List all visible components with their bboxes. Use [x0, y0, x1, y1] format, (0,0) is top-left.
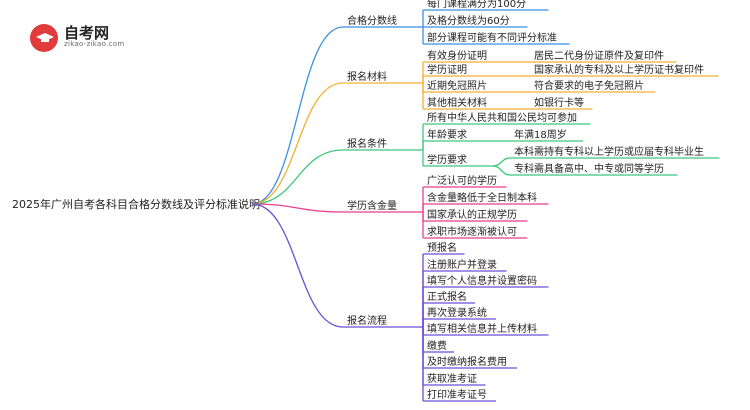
branch-topic: 学历含金量	[347, 199, 397, 212]
detail-item: 居民二代身份证原件及复印件	[534, 49, 664, 62]
subtopic: 再次登录系统	[427, 306, 487, 319]
detail-item: 如银行卡等	[534, 96, 584, 109]
subtopic: 广泛认可的学历	[427, 174, 497, 187]
branch-topic: 报名条件	[347, 137, 387, 150]
branch-topic: 报名材料	[347, 70, 387, 83]
subtopic: 预报名	[427, 241, 457, 254]
branch-topic: 报名流程	[347, 314, 387, 327]
subtopic: 学历要求	[427, 153, 467, 166]
subtopic: 近期免冠照片	[427, 79, 487, 92]
subtopic: 有效身份证明	[427, 49, 487, 62]
branch-connector	[251, 203, 344, 213]
subtopic: 含金量略低于全日制本科	[427, 191, 537, 204]
graduation-cap-icon	[36, 33, 54, 42]
detail-item: 符合要求的电子免冠照片	[534, 79, 644, 92]
subtopic: 及时缴纳报名费用	[427, 355, 507, 368]
branch-topic: 合格分数线	[347, 14, 397, 27]
subtopic: 学历证明	[427, 63, 467, 76]
branch-connector	[251, 203, 344, 328]
subtopic: 每门课程满分为100分	[427, 0, 526, 10]
branch-connector	[251, 26, 344, 205]
subtopic: 部分课程可能有不同评分标准	[427, 31, 557, 44]
subtopic: 填写个人信息并设置密码	[427, 274, 537, 287]
subtopic: 缴费	[427, 339, 447, 352]
subtopic: 及格分数线为60分	[427, 14, 510, 27]
detail-connector	[492, 165, 511, 176]
branch-connector	[251, 82, 344, 205]
subtopic: 求职市场逐渐被认可	[427, 225, 517, 238]
subtopic: 国家承认的正规学历	[427, 208, 517, 221]
subtopic: 注册账户并登录	[427, 258, 497, 271]
detail-item: 年满18周岁	[514, 128, 567, 141]
logo-title: 自考网	[64, 24, 110, 42]
subtopic: 填写相关信息并上传材料	[427, 322, 537, 335]
detail-item: 本科需持有专科以上学历或应届专科毕业生	[514, 145, 704, 158]
root-topic: 2025年广州自考各科目合格分数线及评分标准说明	[12, 197, 260, 211]
subtopic: 年龄要求	[427, 128, 467, 141]
subtopic: 正式报名	[427, 290, 467, 303]
subtopic: 打印准考证号	[427, 388, 487, 401]
branch-connector	[251, 149, 344, 205]
detail-item: 国家承认的专科及以上学历证书复印件	[534, 63, 704, 76]
subtopic: 其他相关材料	[427, 96, 487, 109]
detail-connector	[492, 157, 511, 167]
detail-item: 专科需具备高中、中专或同等学历	[514, 162, 664, 175]
logo-url: zikao-zikao.com	[64, 40, 125, 48]
subtopic: 获取准考证	[427, 373, 477, 385]
subtopic: 所有中华人民共和国公民均可参加	[427, 111, 577, 124]
